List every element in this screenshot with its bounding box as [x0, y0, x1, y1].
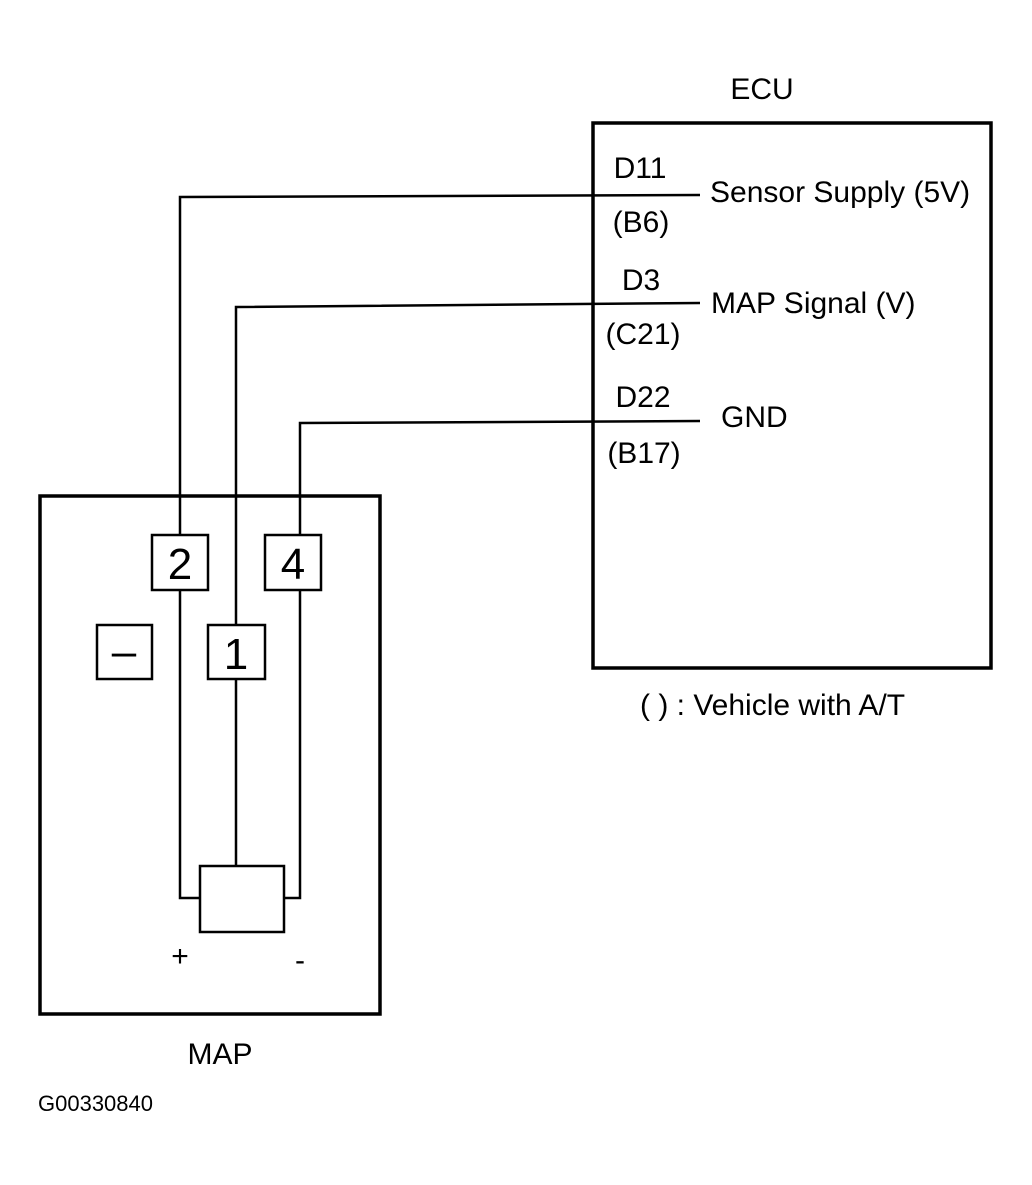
sensing-element: [198, 864, 286, 934]
polarity-plus: +: [171, 940, 189, 973]
svg-text:2: 2: [168, 540, 192, 589]
ecu-signal-gnd: GND: [721, 401, 788, 434]
wire-gnd: [284, 419, 701, 900]
terminal-1: 1: [206, 623, 267, 681]
ecu-signal-map: MAP Signal (V): [711, 287, 916, 320]
wire-sensor-supply: [178, 193, 701, 900]
svg-text:–: –: [112, 627, 137, 676]
ecu-pin-code-d11: D11: [614, 152, 667, 185]
figure-id: G00330840: [38, 1091, 153, 1116]
ecu-pin-code-d3: D3: [622, 264, 660, 297]
ecu-pin-alt-c21: (C21): [605, 318, 680, 351]
svg-text:4: 4: [281, 540, 305, 589]
map-title: MAP: [187, 1038, 252, 1071]
ecu-box: [591, 121, 993, 670]
svg-text:1: 1: [224, 630, 248, 679]
ecu-pin-alt-b6: (B6): [613, 206, 670, 239]
vehicle-note: ( ) : Vehicle with A/T: [640, 689, 905, 722]
terminal-2: 2: [150, 533, 210, 592]
terminal-4: 4: [263, 533, 323, 592]
ecu-pin-alt-b17: (B17): [607, 437, 680, 470]
ecu-title: ECU: [730, 73, 793, 106]
map-sensor-box: [38, 494, 382, 1016]
ecu-signal-sensor-supply: Sensor Supply (5V): [710, 176, 970, 209]
polarity-minus: -: [295, 944, 305, 977]
ecu-pin-code-d22: D22: [615, 381, 670, 414]
terminal-unused: –: [95, 623, 154, 681]
